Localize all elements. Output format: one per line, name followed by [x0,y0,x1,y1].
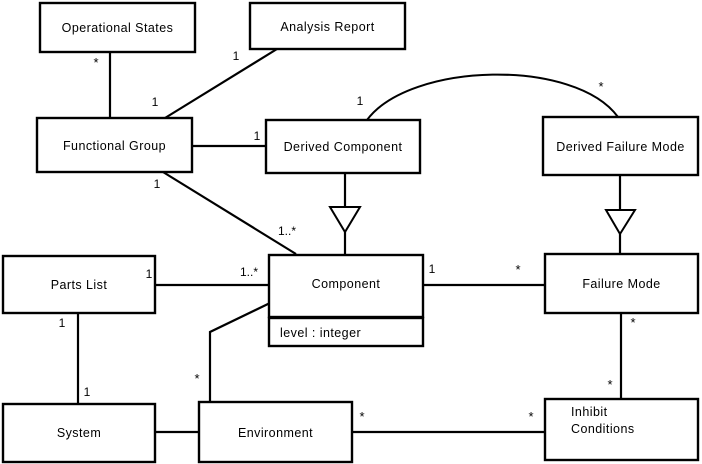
generalization-triangle-icon [328,206,362,234]
class-attribute-compartment-component [267,316,425,348]
multiplicity-analysis-report-end: 1 [233,49,240,63]
class-attribute-component-level: level : integer [280,326,361,340]
multiplicity-derived-component-curve-end: 1 [357,94,364,108]
class-box-functional-group[interactable]: Functional Group [35,116,194,174]
class-name-inhibit-conditions-line2: Conditions [571,422,635,436]
class-box-component[interactable]: Component level : integer [267,253,425,348]
multiplicity-component-functional-group-end: 1..* [278,224,296,238]
class-name-failure-mode: Failure Mode [582,277,660,291]
class-name-component: Component [312,277,381,291]
class-name-derived-failure-mode: Derived Failure Mode [556,140,685,154]
multiplicity-functional-group-operational-states-end: 1 [152,95,159,109]
assoc-derived-component-derived-failure-mode[interactable] [366,73,619,121]
class-box-failure-mode[interactable]: Failure Mode [543,252,700,315]
multiplicity-system-parts-list-end: 1 [84,385,91,399]
class-name-operational-states: Operational States [62,21,174,35]
class-name-analysis-report: Analysis Report [280,20,374,34]
assoc-functional-group-analysis-report[interactable] [164,48,278,119]
class-name-inhibit-conditions-line1: Inhibit [571,405,608,419]
class-box-analysis-report[interactable]: Analysis Report [248,1,407,51]
class-name-parts-list: Parts List [51,278,108,292]
generalization-derived-component-to-component[interactable] [328,173,362,255]
association-lines [76,48,623,434]
multiplicity-component-parts-list-end: 1..* [240,265,258,279]
class-box-derived-failure-mode[interactable]: Derived Failure Mode [541,115,700,177]
multiplicity-parts-list-component-end: 1 [146,267,153,281]
class-name-environment: Environment [238,426,313,440]
multiplicity-environment-component-end: * [194,371,199,386]
assoc-environment-component[interactable] [208,302,271,402]
class-box-system[interactable]: System [1,402,157,464]
class-name-derived-component: Derived Component [284,140,403,154]
class-name-system: System [57,426,101,440]
assoc-functional-group-component[interactable] [162,171,297,255]
multiplicity-failure-mode-component-end: * [515,262,520,277]
class-box-operational-states[interactable]: Operational States [38,1,197,54]
class-box-parts-list[interactable]: Parts List [1,254,157,315]
multiplicity-inhibit-failure-mode-end: * [607,377,612,392]
multiplicity-inhibit-environment-end: * [528,409,533,424]
class-name-functional-group: Functional Group [63,139,166,153]
class-box-derived-component[interactable]: Derived Component [264,118,422,175]
multiplicity-failure-mode-inhibit-end: * [630,315,635,330]
generalization-triangle-icon [604,209,637,236]
multiplicity-environment-inhibit-end: * [359,409,364,424]
multiplicity-component-failure-mode-end: 1 [429,262,436,276]
multiplicity-derived-component-left-end: 1 [254,129,261,143]
class-box-inhibit-conditions[interactable]: Inhibit Conditions [543,397,700,462]
multiplicity-derived-failure-mode-curve-end: * [598,79,603,94]
class-box-environment[interactable]: Environment [197,400,354,464]
multiplicity-functional-group-component-end: 1 [154,177,161,191]
multiplicity-labels: * 1 1 1 1 1..* 1 * 1 1..* 1 1 1 * * * * … [59,49,636,424]
multiplicity-operational-states-end: * [93,55,98,70]
multiplicity-parts-list-system-end: 1 [59,316,66,330]
generalization-derived-failure-mode-to-failure-mode[interactable] [604,175,637,254]
